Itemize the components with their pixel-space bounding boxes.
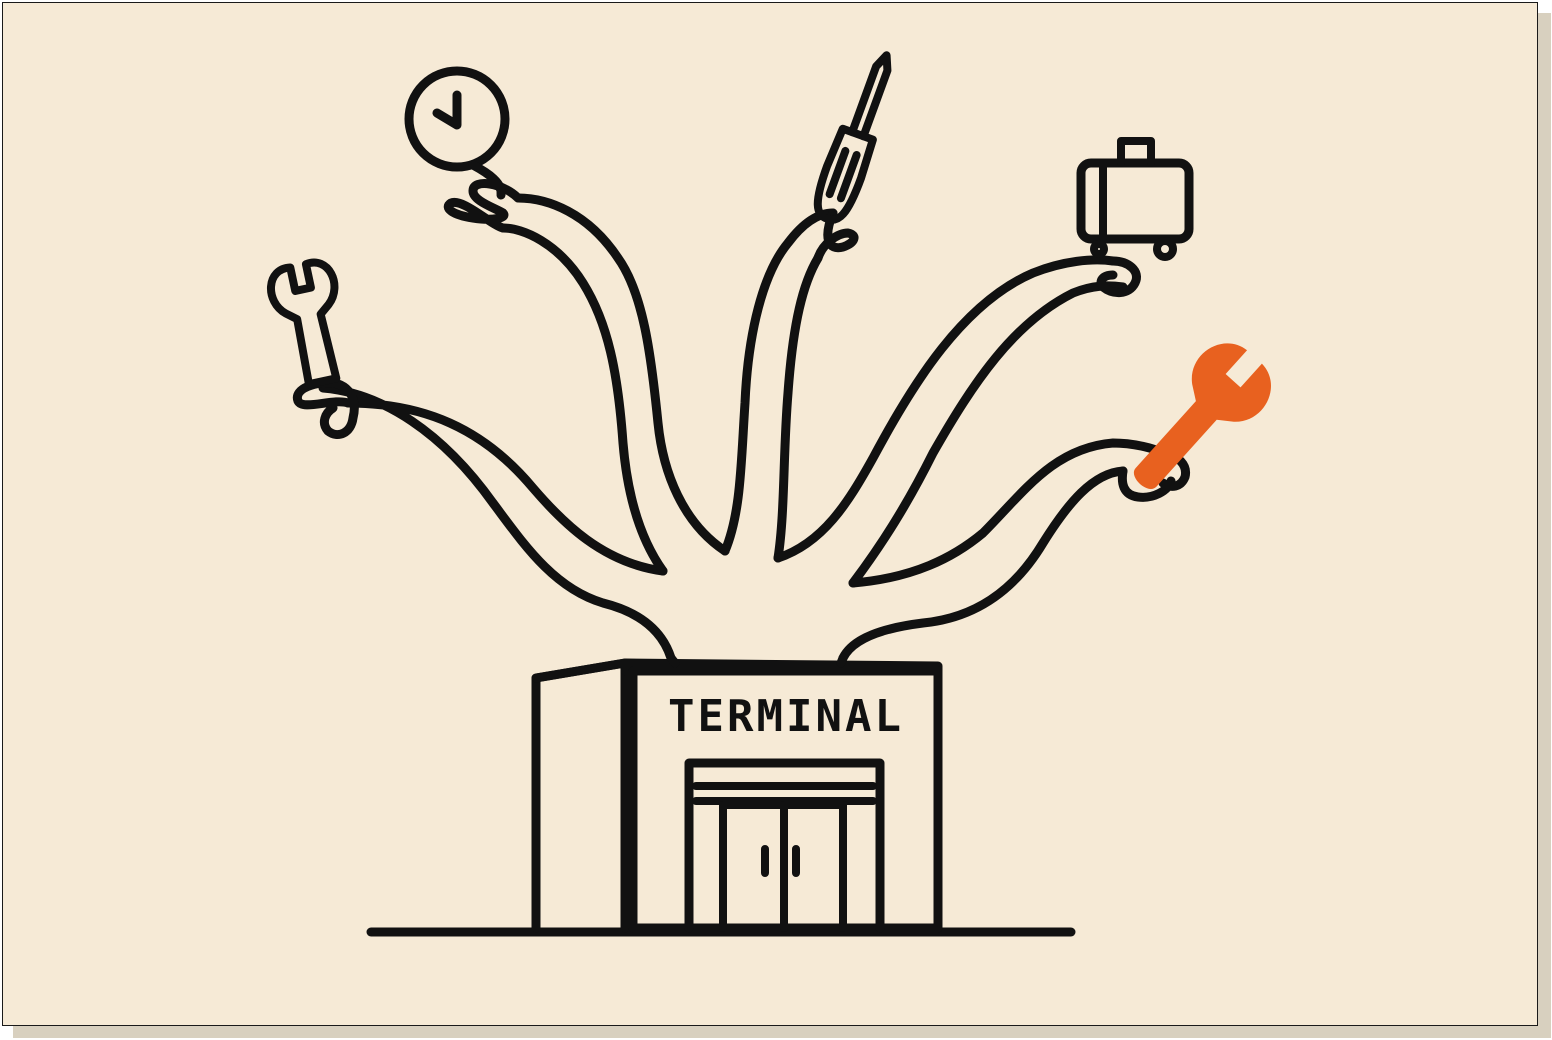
highlighted-wrench-icon: [1133, 343, 1271, 489]
wrench-icon: [267, 258, 341, 389]
suitcase-body: [1076, 158, 1194, 244]
building-sign: TERMINAL: [668, 691, 904, 742]
card-background: [3, 3, 1537, 1025]
clock-hands: [432, 90, 462, 130]
tentacle-hands: [292, 179, 1190, 502]
building-entrance: [684, 758, 885, 933]
wrench-outline: [267, 258, 341, 389]
screwdriver-blade: [848, 51, 892, 141]
clock-stem: [468, 160, 506, 200]
suitcase-wheel-right: [1153, 237, 1177, 261]
door-frame: [684, 758, 885, 933]
tentacle-arms: [318, 193, 1168, 668]
tentacle-root: [666, 653, 848, 668]
tentacle-right-center: [773, 255, 1128, 588]
clock-face: [404, 66, 510, 172]
tentacle-far-right: [838, 438, 1168, 663]
highlighted-wrench-shape: [1133, 343, 1271, 489]
tentacle-center: [720, 208, 838, 563]
suitcase-handle: [1117, 137, 1155, 167]
suitcase-icon: [1076, 137, 1194, 261]
terminal-building: TERMINAL: [531, 658, 943, 933]
suitcase-wheel-left: [1090, 240, 1108, 258]
screwdriver-icon: [813, 51, 892, 224]
tentacle-left-center: [498, 193, 730, 576]
hand-center: [813, 208, 859, 263]
screwdriver-grip: [825, 146, 861, 203]
hand-right-center: [1096, 256, 1141, 297]
tentacle-far-left: [318, 383, 676, 663]
clock-icon: [404, 66, 510, 200]
illustration-card: TERMINAL: [2, 2, 1538, 1026]
door-right: [780, 801, 847, 932]
hand-left: [292, 378, 359, 439]
door-handles: [761, 845, 800, 877]
terminal-illustration: TERMINAL: [3, 3, 1537, 1025]
hand-left-center: [443, 179, 523, 233]
screwdriver-handle: [813, 124, 877, 224]
